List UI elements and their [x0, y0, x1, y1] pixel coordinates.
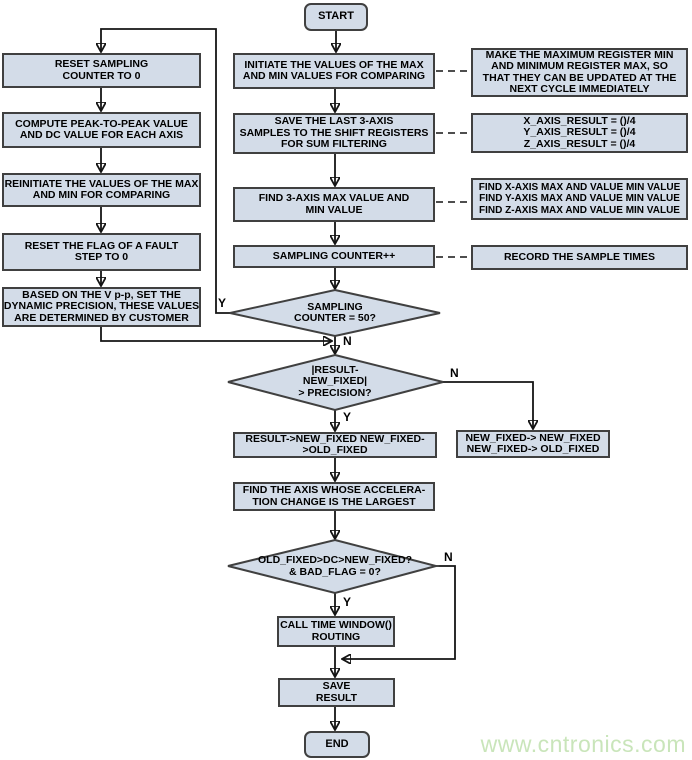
process-set-dynamic-precision: BASED ON THE V p-p, SET THE DYNAMIC PREC… [2, 287, 201, 327]
branch-label-d3-no: N [444, 550, 453, 564]
terminator-end: END [304, 731, 370, 758]
terminator-start: START [304, 3, 368, 31]
decision-result-precision-shape [227, 353, 444, 412]
branch-label-d3-yes: Y [343, 595, 352, 609]
connector-decision3-no-branch [343, 565, 456, 659]
process-result-to-new-fixed: RESULT->NEW_FIXED NEW_FIXED- >OLD_FIXED [233, 432, 437, 458]
process-find-axis-largest-change: FIND THE AXIS WHOSE ACCELERA- TION CHANG… [233, 482, 435, 511]
decision-old-fixed-shape [227, 538, 440, 595]
decision-sampling-counter-label: SAMPLING COUNTER = 50? [294, 300, 376, 324]
connector-decision2-no-branch [443, 381, 533, 428]
process-initiate-max-min: INITIATE THE VALUES OF THE MAX AND MIN V… [233, 53, 435, 89]
branch-label-d1-yes: Y [218, 296, 227, 310]
process-reset-sampling-counter: RESET SAMPLING COUNTER TO 0 [2, 53, 201, 88]
connector-precision-to-mainline [100, 327, 331, 341]
process-new-fixed-assign: NEW_FIXED-> NEW_FIXED NEW_FIXED-> OLD_FI… [456, 430, 610, 458]
decision-result-precision-label: |RESULT- NEW_FIXED| > PRECISION? [298, 363, 372, 399]
process-find-3axis-max-min: FIND 3-AXIS MAX VALUE AND MIN VALUE [233, 187, 435, 222]
decision-sampling-counter-shape [229, 288, 441, 338]
process-call-time-window: CALL TIME WINDOW() ROUTING [277, 616, 395, 647]
branch-label-d2-yes: Y [343, 410, 352, 424]
branch-label-d1-no: N [343, 334, 352, 348]
annotation-make-registers: MAKE THE MAXIMUM REGISTER MIN AND MINIMU… [471, 48, 688, 97]
branch-label-d2-no: N [450, 366, 459, 380]
decision-old-fixed-label: OLD_FIXED>DC>NEW_FIXED? & BAD_FLAG = 0? [257, 554, 413, 578]
annotation-axis-result-formulas: X_AXIS_RESULT = ()/4 Y_AXIS_RESULT = ()/… [471, 113, 688, 153]
process-reset-fault-flag: RESET THE FLAG OF A FAULT STEP TO 0 [2, 233, 201, 271]
watermark-text: www.cntronics.com [480, 731, 686, 757]
process-compute-peak-to-peak: COMPUTE PEAK-TO-PEAK VALUE AND DC VALUE … [2, 112, 201, 148]
annotation-find-xyz-max-min: FIND X-AXIS MAX AND VALUE MIN VALUE FIND… [471, 178, 688, 220]
process-save-samples: SAVE THE LAST 3-AXIS SAMPLES TO THE SHIF… [233, 113, 435, 154]
process-sampling-counter-increment: SAMPLING COUNTER++ [233, 245, 435, 268]
process-reinitiate-max-min: REINITIATE THE VALUES OF THE MAX AND MIN… [2, 173, 201, 207]
connector-decision1-yes-loop [101, 28, 230, 314]
annotation-record-sample-times: RECORD THE SAMPLE TIMES [471, 245, 688, 270]
process-save-result: SAVE RESULT [278, 678, 395, 707]
